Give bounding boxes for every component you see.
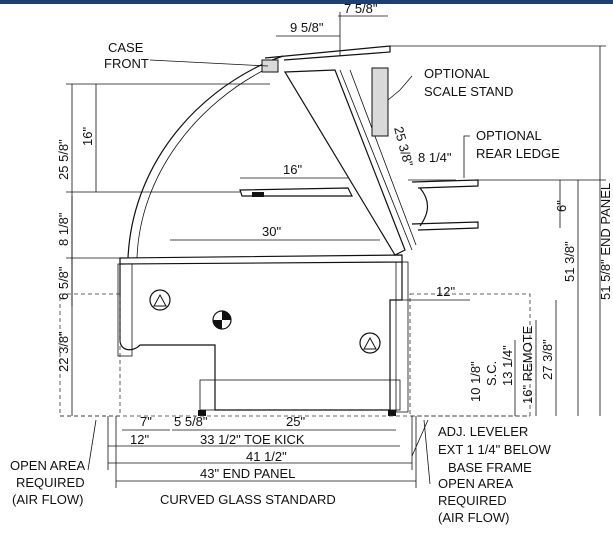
leader-open-area-left (87, 419, 97, 471)
dim-30: 30" (262, 224, 281, 239)
canopy-top (264, 45, 391, 61)
curved-glass-front (127, 55, 284, 259)
dim-43-end-panel: 43" END PANEL (200, 466, 295, 481)
curved-glass-inner (136, 66, 271, 259)
dim-6: 6" (554, 200, 569, 212)
base-cabinet (119, 262, 403, 411)
label-adj-leveler-1: ADJ. LEVELER (438, 424, 528, 439)
dim-10-1-8: 10 1/8" (468, 361, 483, 402)
scale-stand (371, 67, 389, 137)
label-curved-glass-standard: CURVED GLASS STANDARD (160, 492, 336, 507)
leader-scale-stand (387, 75, 413, 101)
label-open-area-right-3: (AIR FLOW) (438, 510, 510, 525)
rear-frame (283, 69, 406, 256)
rear-glass-2 (349, 69, 417, 246)
dim-13-1-4: 13 1/4" (500, 345, 515, 386)
fan-triangle-right (363, 336, 377, 350)
dim-25-5-8: 25 5/8" (56, 139, 71, 180)
dim-25-3-8: 25 3/8" (391, 125, 416, 169)
leader-case-front (149, 59, 269, 67)
rear-ledge-upper (411, 179, 479, 189)
fan-circle-left (149, 289, 171, 311)
label-scale-stand-1: OPTIONAL (424, 66, 490, 81)
dim-16-side: 16" (80, 127, 95, 146)
dim-8-1-4: 8 1/4" (418, 150, 452, 165)
rear-ledge-lower (411, 221, 479, 231)
dim-12-right: 12" (436, 284, 455, 299)
dim-33-1-2-toe-kick: 33 1/2" TOE KICK (200, 432, 305, 447)
label-open-area-left-1: OPEN AREA (10, 458, 85, 473)
leader-rear-ledge (463, 135, 470, 178)
label-rear-ledge-2: REAR LEDGE (476, 146, 560, 161)
label-open-area-right-1: OPEN AREA (438, 476, 513, 491)
leader-open-area-right (423, 419, 431, 485)
label-open-area-left-2: REQUIRED (16, 475, 85, 490)
dim-16-top: 16" (283, 162, 302, 177)
header-bar (0, 0, 613, 4)
label-scale-stand-2: SCALE STAND (424, 84, 513, 99)
rear-panel (395, 261, 409, 413)
upper-shelf (239, 187, 353, 197)
fan-triangle-left (153, 293, 167, 307)
open-area-right-box (409, 293, 531, 417)
label-rear-ledge-1: OPTIONAL (476, 128, 542, 143)
shelf-light (252, 192, 264, 197)
label-adj-leveler-3: BASE FRAME (448, 460, 532, 475)
dim-27-3-8: 27 3/8" (540, 339, 555, 380)
dim-12-left: 12" (130, 432, 149, 447)
label-case-front-2: FRONT (104, 56, 149, 71)
fan-circle-right (359, 332, 381, 354)
dim-7-5-8: 7 5/8" (344, 1, 378, 16)
dim-9-5-8: 9 5/8" (290, 20, 324, 35)
rear-glass (339, 69, 413, 251)
dim-51-5-8-end-panel: 51 5/8" END PANEL (598, 183, 613, 300)
label-open-area-right-2: REQUIRED (438, 493, 507, 508)
leveler-right (388, 410, 396, 416)
leader-adj-leveler (411, 419, 429, 457)
dim-22-3-8: 22 3/8" (56, 331, 71, 372)
dim-25: 25" (286, 414, 305, 429)
dim-41-1-2: 41 1/2" (246, 449, 287, 464)
dim-16-remote: 16" REMOTE (520, 325, 535, 404)
dim-51-3-8: 51 3/8" (562, 241, 577, 282)
dim-5-5-8: 5 5/8" (174, 414, 208, 429)
dim-sc: S.C. (484, 361, 499, 386)
label-adj-leveler-2: EXT 1 1/4" BELOW (438, 442, 551, 457)
rear-ledge-bracket (419, 187, 429, 227)
dim-6-5-8: 6 5/8" (56, 266, 71, 300)
label-case-front-1: CASE (108, 40, 144, 55)
dim-7: 7" (140, 414, 152, 429)
front-base-panel (117, 263, 133, 357)
toe-kick (199, 379, 401, 411)
display-deck (119, 254, 403, 265)
label-open-area-left-3: (AIR FLOW) (12, 492, 84, 507)
drain-symbol-fill (213, 311, 231, 329)
leveler-left (198, 410, 206, 416)
dim-8-1-8: 8 1/8" (56, 212, 71, 246)
